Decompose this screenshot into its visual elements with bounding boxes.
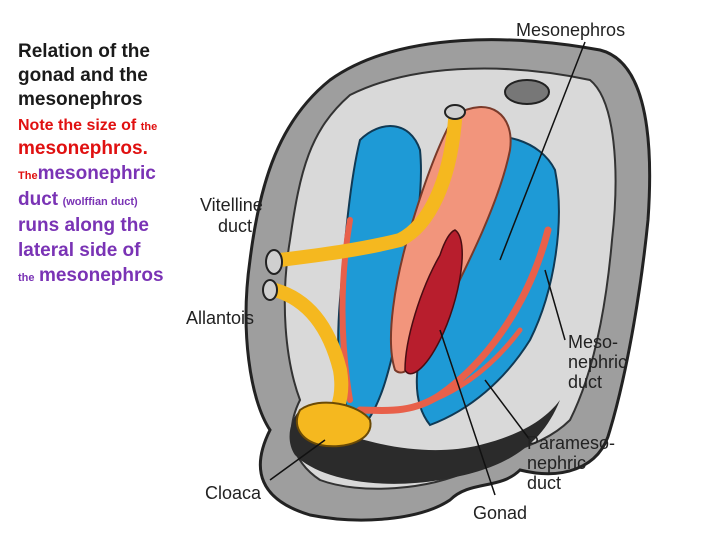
note-n3: mesonephros.: [18, 138, 148, 159]
title-line-3: mesonephros: [18, 89, 143, 110]
gut-dark: [289, 400, 560, 484]
leader-mesonephros: [499, 41, 586, 261]
label-gonad: Gonad: [473, 503, 528, 523]
leader-cloaca: [269, 439, 326, 481]
vitelline-opening: [265, 249, 283, 275]
label-vitelline-2: duct: [218, 216, 253, 236]
label-cloaca: Cloaca: [205, 483, 262, 503]
label-meso-1: Meso-: [568, 332, 619, 352]
note-p4: (wolffian duct): [62, 196, 138, 208]
title-line-1: Relation of the: [18, 41, 150, 62]
leader-paramesonephric-duct: [484, 379, 531, 441]
note-p7: the: [18, 272, 35, 284]
vitelline-duct-line: [273, 113, 462, 267]
note-p3: duct: [18, 189, 59, 210]
note-text: Note the size of the mesonephros. Themes…: [18, 116, 203, 290]
label-vitelline-1: Vitelline: [200, 195, 263, 215]
label-meso-2: nephric: [568, 352, 628, 372]
note-n1: Note the size of: [18, 117, 137, 134]
leader-gonad: [439, 329, 496, 496]
label-parameso-2: nephric: [527, 453, 587, 473]
title-line-2: gonad and the: [18, 65, 148, 86]
note-n2: the: [140, 121, 158, 133]
note-p8: mesonephros: [38, 265, 164, 286]
paramesonephric-duct-line: [397, 327, 523, 413]
note-p6: lateral side of: [18, 240, 141, 261]
label-meso-3: duct: [568, 372, 603, 392]
cloaca-body: [295, 401, 372, 448]
allantois-opening: [262, 279, 278, 301]
caption-block: Relation of the gonad and the mesonephro…: [18, 40, 203, 290]
label-parameso-1: Parameso-: [527, 433, 616, 453]
gonad-body: [404, 229, 463, 375]
label-allantois: Allantois: [186, 308, 255, 328]
leader-mesonephric-duct: [544, 269, 566, 341]
upper-duct-opening: [444, 104, 466, 120]
aorta-opening: [504, 79, 550, 105]
note-p1: The: [18, 170, 38, 182]
mesonephric-duct-line: [356, 226, 552, 415]
label-parameso-3: duct: [527, 473, 562, 493]
label-mesonephros: Mesonephros: [516, 20, 626, 40]
note-p5: runs along the: [18, 215, 149, 236]
note-p2: mesonephric: [37, 163, 156, 184]
